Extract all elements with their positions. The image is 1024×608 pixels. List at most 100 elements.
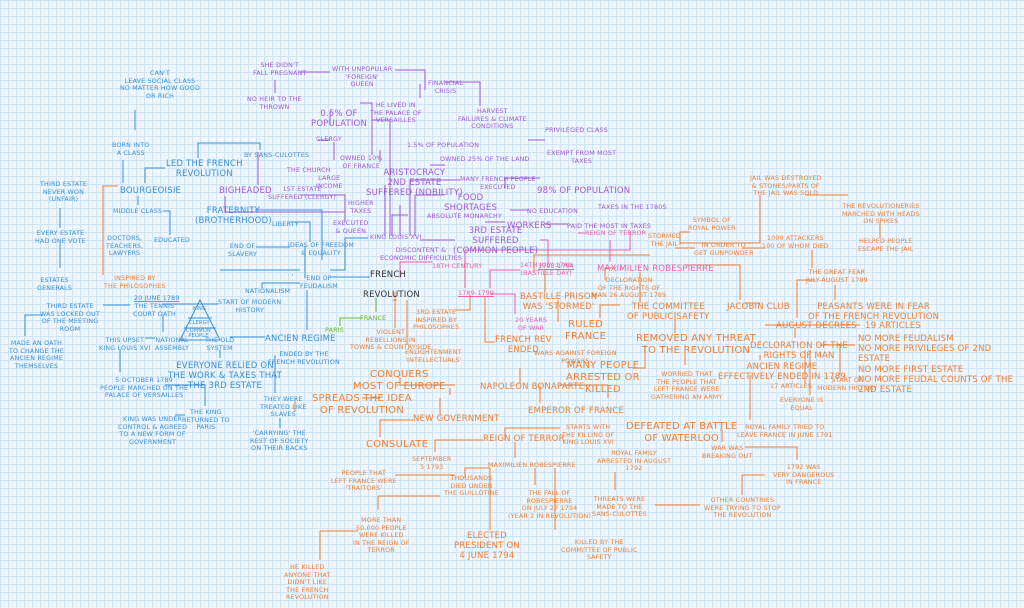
- node-ideas: Ideas of freedom & equality: [288, 242, 354, 257]
- node-rev-ended: French Rev ended: [495, 335, 552, 356]
- green-connectors: [339, 298, 377, 326]
- node-threats: Threats were made to the sans-culottes: [592, 496, 647, 519]
- node-owned-10: Owned 10% of France: [340, 155, 383, 170]
- node-king-control: King was under control & agreed to a new…: [118, 416, 188, 446]
- node-worried: Worried that the people that left France…: [651, 371, 723, 401]
- node-ended-by: Ended by the French Revolution: [268, 351, 340, 366]
- node-many-people: Many people arrested or killed: [566, 360, 640, 395]
- node-conquers: Conquers most of Europe: [353, 369, 446, 392]
- pyramid-common-people: Common people: [186, 328, 211, 339]
- node-king: King Louis XVI: [370, 234, 422, 241]
- node-1793-1794: 1793-1794: [538, 263, 575, 270]
- node-reign-terror: Reign of Terror: [585, 230, 647, 237]
- node-pop-15: 1.5% of population: [407, 142, 480, 149]
- node-workers: Workers: [507, 221, 552, 231]
- node-ancien: Ancien Regime: [265, 334, 336, 344]
- node-third-locked: Third estate was locked out of the meeti…: [40, 303, 100, 333]
- node-discontent: Discontent & economic difficulties: [380, 247, 463, 262]
- node-france: France: [360, 315, 387, 322]
- blue-connectors: [24, 110, 370, 428]
- node-declaration-aug: Decloration of the rights of man 26 Augu…: [592, 277, 667, 300]
- node-food: Food shortages: [444, 193, 498, 214]
- node-the-church: The church: [287, 167, 331, 174]
- node-absolute: Absolute monarchy: [427, 213, 502, 220]
- node-everyone-equal: Everyone is equal: [780, 397, 824, 412]
- node-17-articles: 17 articles: [770, 383, 813, 390]
- node-enlightenment: Enlightenment 'intellectuals': [405, 349, 462, 364]
- node-tennis: The tennis court oath: [133, 303, 176, 318]
- node-everyone-relied: Everyone relied on the work & taxes that…: [168, 361, 283, 392]
- node-elected: Elected president on 4 June 1794: [454, 531, 520, 562]
- node-robespierre: Maximilien Robespierre: [597, 264, 714, 274]
- node-starts-killing: Starts with the killing of King Louis XV…: [562, 424, 615, 447]
- social-pyramid: [179, 298, 221, 341]
- node-aristocracy: Aristocracy 2nd estate suffered (nobilit…: [366, 168, 463, 199]
- node-wars: Wars against foreign powers: [534, 350, 617, 365]
- node-jail-destroyed: Jail was destroyed & stones/parts of the…: [750, 175, 822, 198]
- node-third-never: Third estate never won (unfair): [40, 181, 88, 204]
- node-made-oath: Made an oath to change the Ancien Regime…: [9, 340, 64, 370]
- node-executed-queen: Executed & queen: [333, 220, 369, 235]
- node-carrying: 'Carrying' the rest of society on their …: [250, 430, 309, 453]
- node-1789-1799: 1789-1799: [458, 290, 495, 297]
- node-unpopular-queen: With unpopular 'foreign' queen: [332, 66, 393, 89]
- node-paid-most: Paid the most in taxes: [567, 223, 652, 230]
- central-title-revolution: Revolution: [363, 290, 420, 300]
- node-ancien-ended: Ancien Regime effectively ended in 1789: [718, 362, 846, 383]
- node-great-fear: The Great Fear July-August 1789: [806, 269, 868, 284]
- node-consulate: Consulate: [366, 439, 429, 450]
- node-clergy: Clergy: [316, 136, 342, 143]
- node-harvest: Harvest failures & climate conditions: [458, 108, 527, 131]
- node-removed: Removed any threat to the Revolution: [636, 333, 756, 356]
- node-other-countries: Other countries were trying to stop the …: [704, 497, 781, 520]
- node-war-breaking: War was breaking out: [702, 445, 753, 460]
- node-estates-general: Estates Generals: [37, 277, 73, 292]
- node-robespierre2: Maximilien Robespierre: [488, 462, 576, 469]
- node-large-income: Large income: [316, 175, 343, 190]
- node-bastille-stormed: Bastille prison was 'stormed': [520, 292, 598, 313]
- node-inspired: Inspired by the philosophes: [104, 275, 166, 290]
- node-twenty-years: 20 years of war: [515, 317, 548, 332]
- node-thousands: Thousands died under the guillotine: [444, 475, 499, 498]
- node-third-inspired: 3rd estate inspired by philosophes: [413, 309, 460, 332]
- node-exempt: Exempt from most taxes: [547, 150, 617, 165]
- node-no-more: No more feudalism No more privileges of …: [858, 334, 1014, 395]
- node-19-articles: 19 articles: [865, 321, 921, 331]
- node-fall: The fall of Robespierre on July 27 1794 …: [508, 490, 592, 520]
- node-middle: Middle class: [113, 208, 163, 215]
- node-attackers: 1000 attackers 100 of whom died: [762, 235, 829, 250]
- node-start-modern2: Start of modern history: [817, 377, 878, 392]
- node-sans-culottes: By sans-culottes: [244, 152, 310, 159]
- node-many-executed: Many French people executed: [460, 176, 536, 191]
- node-marched: The revolutioneries marched with heads o…: [842, 203, 920, 226]
- node-oct5: 5 October 1789 people marched on the pal…: [100, 377, 189, 400]
- node-stormed: Stormed the jail: [648, 233, 681, 248]
- node-napoleon: Napoleon Bonaparte: [480, 382, 585, 392]
- node-violent: Violent rebellions in towns & countrysid…: [350, 329, 432, 352]
- node-traitors: People that left France were 'traitors': [331, 470, 397, 493]
- node-tennis-date: 20 June 1789: [134, 295, 180, 302]
- purple-connectors: [224, 69, 568, 241]
- node-lived-versailles: He lived in the palace of Versailles: [370, 102, 422, 125]
- node-jacobin: Jacobin Club: [727, 302, 790, 312]
- node-every-estate: Every estate had one vote: [35, 230, 86, 245]
- node-reign-terror2: Reign of Terror: [483, 434, 565, 444]
- node-end-feudalism: End of feudalism: [300, 275, 338, 290]
- node-led: Led the French Revolution: [166, 159, 243, 180]
- node-no-heir: No heir to the thrown: [247, 96, 302, 111]
- node-national-assembly: National assembly: [155, 337, 190, 352]
- node-fraternity: Fraternity (brotherhood): [195, 206, 272, 227]
- node-educated: Educated: [154, 237, 190, 244]
- node-18th-century: 18th century: [432, 263, 483, 270]
- orange-connectors: [102, 185, 881, 560]
- node-dangerous: 1792 was very dangerous in France: [773, 464, 835, 487]
- node-privileged: Privileged class: [545, 127, 608, 134]
- node-owned-25: Owned 25% of the land: [440, 156, 530, 163]
- node-paris: Paris: [325, 327, 344, 334]
- node-symbol: Symbol of royal power: [688, 217, 736, 232]
- node-spreads: Spreads the idea of Revolution: [312, 393, 412, 416]
- node-defeated: Defeated at Battle of Waterloo: [626, 421, 738, 444]
- node-king-returned: The king returned to Paris: [182, 409, 230, 432]
- node-liberty: Liberty: [272, 221, 299, 228]
